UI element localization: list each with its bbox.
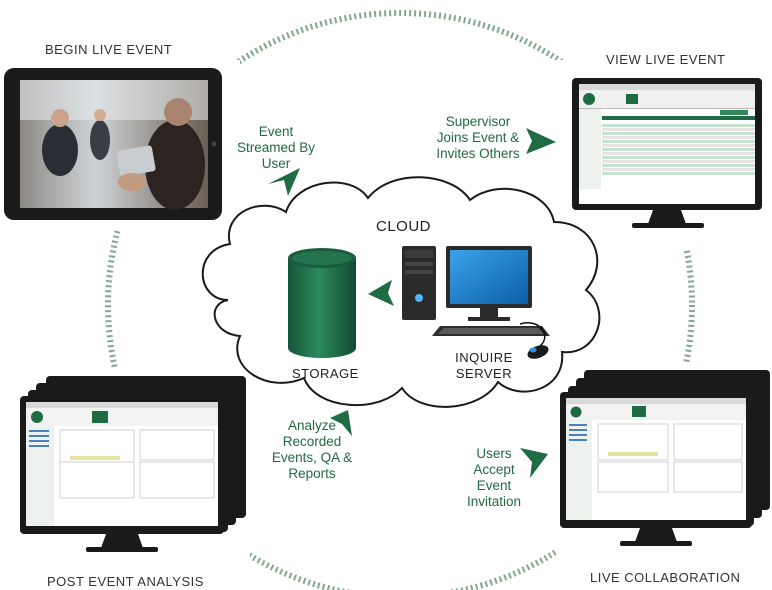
step-line: Events, QA & [271,450,353,465]
tablet-icon [4,68,222,220]
arrow-icon [368,280,394,306]
arrow-icon [330,410,352,436]
label-view-live-event: VIEW LIVE EVENT [606,52,726,67]
step-users-accept: Users Accept Event Invitation [452,446,536,510]
cloud-title: CLOUD [376,218,432,235]
monitor-icon [572,78,762,228]
label-begin-live-event: BEGIN LIVE EVENT [45,42,173,57]
step-analyze-recorded: Analyze Recorded Events, QA & Reports [264,418,360,482]
monitor-icon [560,370,770,546]
step-line: Event [476,478,512,493]
storage-label: STORAGE [292,366,359,382]
step-line: Accept [473,462,515,477]
storage-text: STORAGE [292,366,359,381]
label-post-event-analysis: POST EVENT ANALYSIS [47,574,204,589]
mouse-icon [527,345,549,359]
step-event-streamed: Event Streamed By User [234,124,318,172]
database-icon [288,248,356,358]
step-supervisor-joins: Supervisor Joins Event & Invites Others [426,114,530,162]
step-line: Analyze [287,418,337,433]
step-line: Streamed By [236,140,316,155]
label-live-collaboration: LIVE COLLABORATION [590,570,741,585]
cloud-shape [201,176,601,408]
monitor-icon [432,246,550,347]
arrow-icon [520,448,548,478]
step-line: Recorded [282,434,342,449]
step-line: Invites Others [436,146,520,161]
arrow-icon [526,128,556,154]
step-line: Users [476,446,512,461]
dotted-ring [105,10,695,590]
step-line: Supervisor [445,114,511,129]
monitor-icon [20,376,246,552]
step-line: Event [258,124,294,139]
step-line: User [261,156,291,171]
step-line: Invitation [466,494,522,509]
server-label: INQUIRE SERVER [446,350,522,382]
arrow-icon [268,168,300,196]
server-line: SERVER [455,366,513,381]
tower-server-icon [402,246,436,320]
step-line: Joins Event & [436,130,520,145]
step-line: Reports [288,466,336,481]
server-line: INQUIRE [455,350,513,365]
